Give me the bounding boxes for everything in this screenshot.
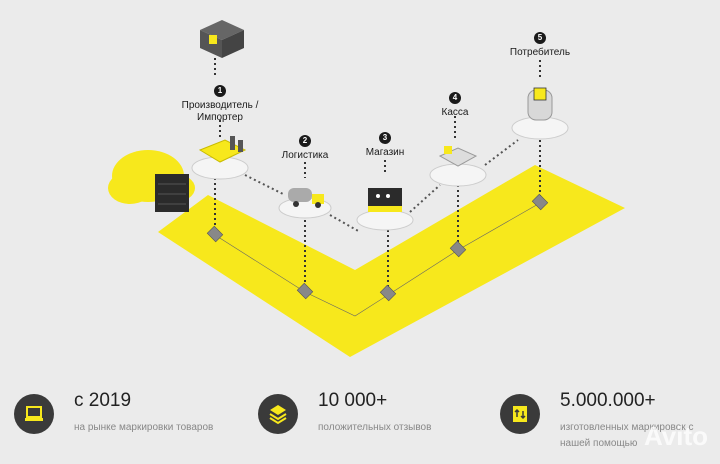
stat-value: 5.000.000+ <box>560 390 656 411</box>
package-icon <box>200 20 244 58</box>
path-line <box>214 202 541 317</box>
supply-chain-diagram <box>108 20 625 357</box>
step-label: Касса <box>441 107 469 118</box>
cloud-server-icon <box>108 150 195 212</box>
stat-value: 10 000+ <box>318 390 388 411</box>
stat-caption: положительных отзывов <box>318 422 432 433</box>
station-links <box>244 139 519 233</box>
step-number: 2 <box>299 135 311 147</box>
yellow-path <box>158 165 625 357</box>
step-label: Производитель / Импортер <box>181 100 259 123</box>
truck-icon <box>288 188 324 208</box>
step-3: 3 Магазин <box>350 132 420 159</box>
step-label: Логистика <box>281 150 329 161</box>
step-number: 3 <box>379 132 391 144</box>
step-number: 4 <box>449 92 461 104</box>
stat-caption: изготовленных маркировок с нашей помощью <box>560 422 694 449</box>
consumer-icon <box>527 87 553 121</box>
shop-icon <box>368 188 402 212</box>
stats-section: с 2019 на рынке маркировки товаров 10 00… <box>0 380 720 464</box>
factory-icon <box>198 136 247 163</box>
step-label: Потребитель <box>509 47 571 58</box>
step-2: 2 Логистика <box>265 135 345 162</box>
cash-register-icon <box>438 146 478 167</box>
step-number: 1 <box>214 85 226 97</box>
path-nodes <box>206 193 549 302</box>
stat-caption: на рынке маркировки товаров <box>74 422 214 433</box>
avito-watermark: Avito <box>643 421 708 451</box>
step-4: 4 Касса <box>425 92 485 119</box>
layers-icon <box>258 394 298 434</box>
step-1: 1 Производитель / Импортер <box>170 85 270 124</box>
stat-value: с 2019 <box>74 390 132 411</box>
step-number: 5 <box>534 32 546 44</box>
laptop-icon <box>14 394 54 434</box>
step-label: Магазин <box>365 147 405 158</box>
dotted-connectors <box>214 58 541 292</box>
label-icon <box>500 394 540 434</box>
step-5: 5 Потребитель <box>495 32 585 59</box>
